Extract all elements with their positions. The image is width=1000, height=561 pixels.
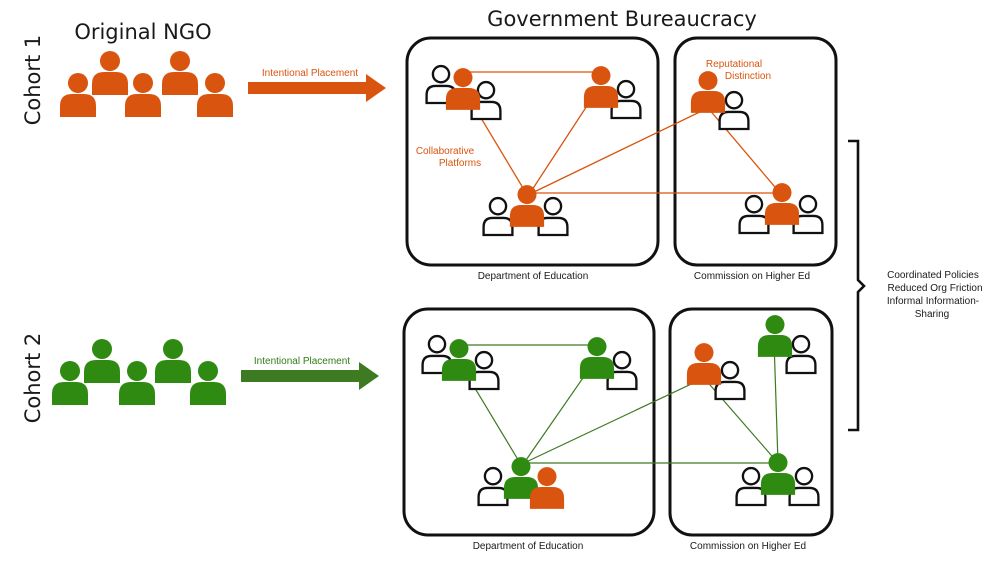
person-icon bbox=[509, 185, 545, 227]
person-icon bbox=[738, 194, 770, 235]
collaborative-platforms-label-line1: Collaborative bbox=[416, 146, 475, 157]
person-icon bbox=[760, 453, 796, 495]
person-icon bbox=[579, 337, 615, 379]
person-icon bbox=[764, 183, 800, 225]
reputational-distinction-label-line1: Reputational bbox=[706, 59, 762, 70]
cohort-2-label: Cohort 2 bbox=[21, 333, 45, 424]
person-icon bbox=[84, 339, 120, 383]
person-icon bbox=[52, 361, 88, 405]
person-icon bbox=[690, 71, 726, 113]
person-icon bbox=[477, 466, 509, 507]
person-icon bbox=[119, 361, 155, 405]
person-icon bbox=[155, 339, 191, 383]
placement-arrow-cohort-2 bbox=[241, 362, 379, 390]
placement-label-1: Intentional Placement bbox=[262, 68, 358, 79]
person-icon bbox=[190, 361, 226, 405]
person-icon bbox=[125, 73, 161, 117]
outcomes-list: Coordinated Policies Reduced Org Frictio… bbox=[887, 270, 983, 320]
person-icon bbox=[686, 343, 722, 385]
cohort-1-people bbox=[425, 64, 824, 237]
dept-education-label-2: Department of Education bbox=[473, 541, 584, 552]
outcome-item: Informal Information- bbox=[887, 296, 979, 307]
dept-education-label-1: Department of Education bbox=[478, 271, 589, 282]
outcome-item: Coordinated Policies bbox=[887, 270, 979, 281]
person-icon bbox=[757, 315, 793, 357]
cohort-2-people bbox=[421, 315, 820, 509]
placement-label-2: Intentional Placement bbox=[254, 356, 350, 367]
outcome-item: Reduced Org Friction bbox=[887, 283, 982, 294]
commission-box-1 bbox=[673, 36, 838, 267]
dept-education-box-1 bbox=[405, 36, 660, 267]
person-icon bbox=[60, 73, 96, 117]
reputational-distinction-label-line2: Distinction bbox=[725, 71, 771, 82]
outcome-item: Sharing bbox=[915, 309, 949, 320]
ngo-title: Original NGO bbox=[74, 20, 211, 44]
ngo-group-cohort-1 bbox=[60, 51, 233, 117]
person-icon bbox=[92, 51, 128, 95]
person-icon bbox=[197, 73, 233, 117]
placement-arrow-cohort-1 bbox=[248, 74, 386, 102]
cohort-1-label: Cohort 1 bbox=[21, 35, 45, 126]
commission-label-1: Commission on Higher Ed bbox=[694, 271, 810, 282]
ngo-group-cohort-2 bbox=[52, 339, 226, 405]
diagram-title: Government Bureaucracy bbox=[487, 7, 757, 31]
network-lines-cohort-1 bbox=[462, 71, 781, 194]
person-icon bbox=[482, 196, 514, 237]
commission-box-2 bbox=[668, 307, 834, 537]
commission-label-2: Commission on Higher Ed bbox=[690, 541, 806, 552]
collaborative-platforms-label-line2: Platforms bbox=[439, 158, 481, 169]
outcome-brace bbox=[848, 139, 866, 432]
person-icon bbox=[162, 51, 198, 95]
dept-education-box-2 bbox=[402, 307, 656, 537]
